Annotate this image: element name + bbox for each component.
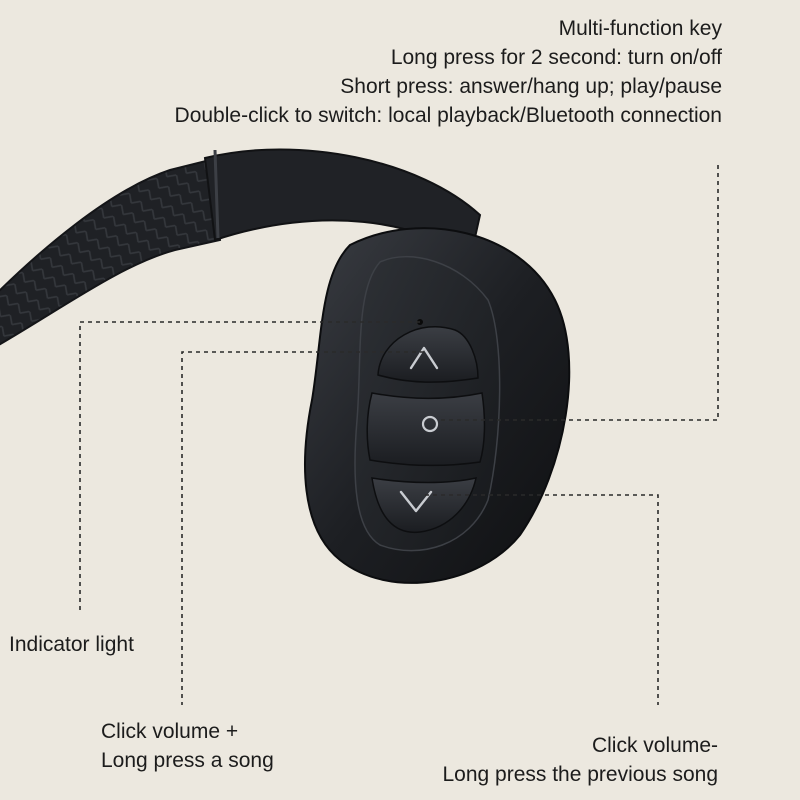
volume-up-line-2: Long press a song — [101, 749, 274, 772]
volume-up-line-1: Click volume + — [101, 720, 239, 743]
chevron-down-icon — [399, 490, 433, 513]
multi-function-label: Multi-function key Long press for 2 seco… — [175, 14, 722, 130]
volume-down-label: Click volume- Long press the previous so… — [442, 731, 718, 789]
leader-indicator — [79, 321, 420, 612]
indicator-light-label: Indicator light — [9, 633, 134, 656]
leader-multi-function — [440, 165, 719, 421]
volume-down-button — [371, 477, 477, 534]
volume-down-line-2: Long press the previous song — [442, 763, 718, 786]
multi-function-title: Multi-function key — [558, 17, 722, 40]
multi-function-line-2: Short press: answer/hang up; play/pause — [340, 75, 722, 98]
volume-up-label: Click volume + Long press a song — [101, 717, 274, 775]
chevron-up-icon — [409, 346, 439, 370]
multi-function-line-3: Double-click to switch: local playback/B… — [174, 104, 722, 127]
multi-function-line-1: Long press for 2 second: turn on/off — [390, 46, 722, 69]
circle-icon — [421, 415, 439, 433]
leader-volume-down — [425, 494, 659, 705]
volume-down-line-1: Click volume- — [591, 734, 718, 757]
leader-volume-up — [181, 351, 424, 705]
